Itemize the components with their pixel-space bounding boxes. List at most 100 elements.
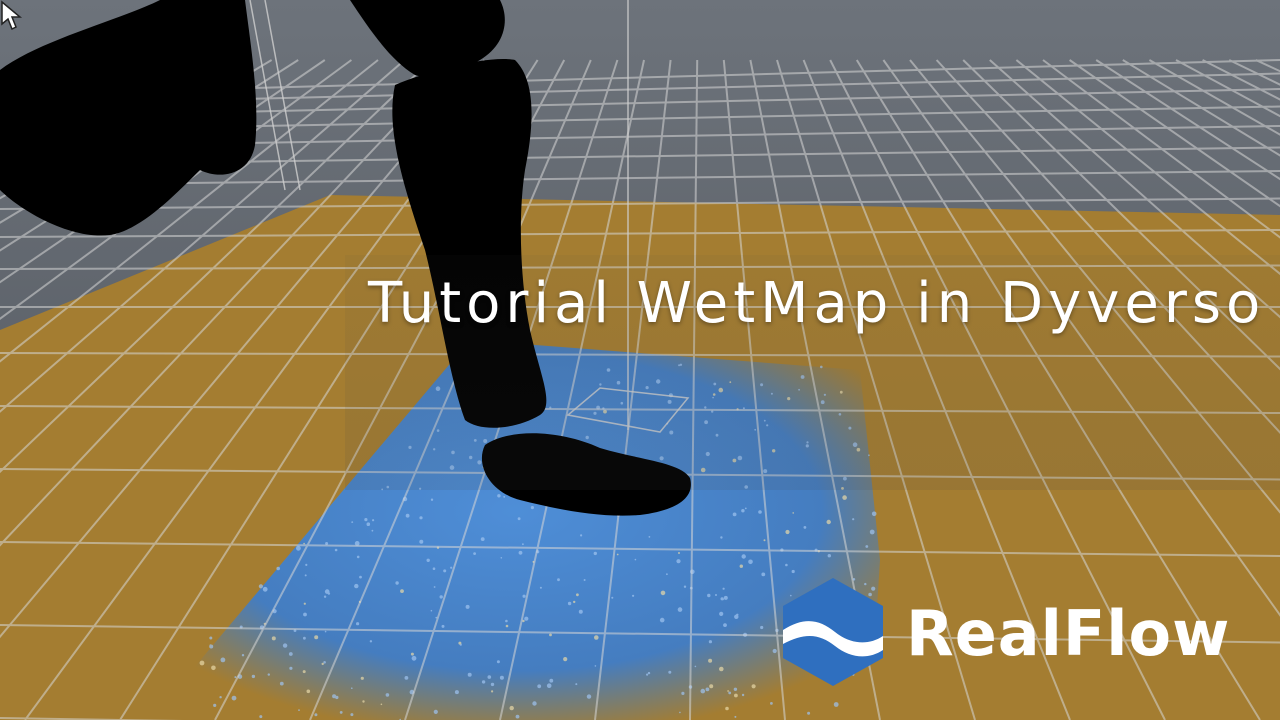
fluid-particle [477,460,482,465]
fluid-particle [723,623,727,627]
fluid-particle [659,456,664,461]
fluid-particle [509,705,514,711]
fluid-particle [766,424,769,427]
fluid-particle [728,691,732,695]
fluid-particle [583,579,586,581]
fluid-particle [436,429,440,432]
realflow-hexagon-wave-icon [783,578,883,686]
fluid-particle [704,406,707,409]
fluid-particle [483,439,488,443]
fluid-particle [400,589,404,593]
fluid-particle [712,396,714,399]
grid-line [594,59,672,720]
fluid-particle [800,375,805,379]
fluid-particle [549,678,554,683]
fluid-particles [150,340,880,720]
fluid-particle [279,681,284,686]
fluid-particle [805,444,809,448]
fluid-particle [594,665,597,667]
fluid-particle [668,670,672,674]
fluid-particle [634,558,637,561]
fluid-particle [439,595,443,599]
fluid-particle [213,703,217,708]
fluid-particle [356,555,360,559]
fluid-particle [700,688,706,694]
fluid-particle [727,690,729,692]
grid-line [0,59,432,474]
fluid-particle [339,711,343,714]
fluid-particle [820,400,825,405]
fluid-particle [648,536,651,538]
fluid-particle [522,594,526,598]
fluid-particle [713,382,717,386]
fluid-particle [700,467,706,473]
grid-line [1069,59,1280,208]
grid-line [0,229,1280,238]
fluid-particle [276,566,281,571]
fluid-particle [729,381,732,384]
fluid-particle [593,411,597,415]
fluid-particle [785,563,788,567]
fluid-particle [791,569,795,574]
fluid-particle [760,625,764,630]
fluid-particle [737,455,743,461]
fluid-particle [694,665,697,668]
fluid-particle [458,641,462,645]
fluid-particle [709,684,714,689]
fluid-particle [760,383,764,387]
fluid-particle [549,633,552,637]
fluid-particle [234,676,237,679]
fluid-particle [524,616,529,621]
fluid-particle [258,584,263,589]
fluid-particle [219,696,222,699]
fluid-particle [763,539,766,542]
fluid-particle [711,410,714,413]
fluid-particle [656,379,661,384]
fluid-particle [678,552,680,554]
fluid-particle [732,458,737,463]
fluid-particle [332,694,337,699]
fluid-particle [267,673,270,676]
fluid-particle [304,574,307,577]
fluid-particle [454,690,459,695]
fluid-particle [864,582,867,586]
fluid-particle [580,534,583,537]
fluid-particle [327,592,331,595]
fluid-particle [722,598,724,601]
fluid-particle [303,612,307,617]
fluid-particle [748,559,753,565]
fluid-particle [430,609,433,612]
title-band [345,255,1280,490]
fluid-particle [734,614,739,619]
fluid-particle [722,587,725,590]
fluid-particle [645,386,649,390]
fluid-particle [586,694,592,699]
fluid-particle [385,693,390,697]
grid-line [802,59,1071,720]
emitter-wireframe [249,0,690,433]
fluid-particle [707,593,711,598]
fluid-particle [282,643,288,648]
fluid-particle [369,640,373,643]
fluid-particle [386,485,390,489]
fluid-particle [354,541,360,546]
fluid-particle [432,567,436,570]
fluid-particle [732,512,737,517]
fluid-particle [827,554,831,558]
grid-line [882,59,1280,617]
grid-line [0,352,1280,358]
fluid-particle [734,693,738,698]
grid-line [689,59,699,720]
fluid-particle [708,658,713,663]
grid-line [722,59,786,720]
fluid-particle [871,586,876,591]
fluid-particle [557,578,560,582]
fluid-particle [335,695,339,700]
fluid-particle [302,670,306,674]
fluid-particle [647,671,651,675]
fluid-particle [754,428,757,431]
fluid-particle [852,442,858,448]
fluid-particle [578,609,583,614]
